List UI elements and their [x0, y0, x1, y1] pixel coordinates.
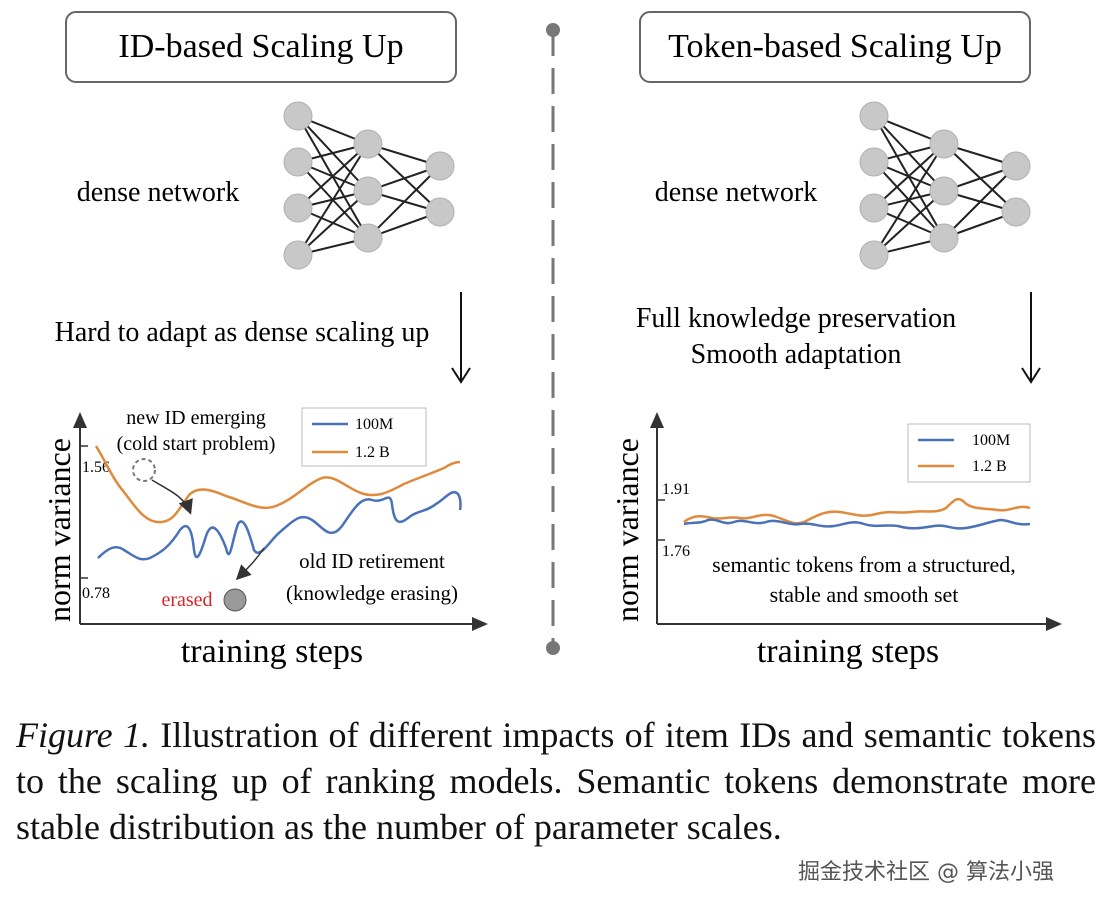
right-network-node [859, 193, 889, 223]
left-down-arrow-icon [451, 292, 471, 384]
left-network-node [283, 240, 313, 270]
right-ylabel: norm variance [609, 438, 645, 622]
right-network-edge [873, 143, 945, 256]
left-legend-1-2b: 1.2 B [355, 444, 390, 461]
right-legend-1-2b: 1.2 B [972, 458, 1007, 475]
right-xlabel: training steps [757, 633, 939, 670]
right-network-node [929, 223, 959, 253]
right-legend: 100M 1.2 B [907, 423, 1031, 483]
caption-lead: Figure 1. [16, 715, 150, 755]
left-series-100m-line [97, 490, 462, 561]
left-network-node [425, 151, 455, 181]
right-network-node [929, 129, 959, 159]
right-network-node [859, 240, 889, 270]
new-id-arrow-icon [151, 479, 193, 515]
left-axes [73, 412, 488, 631]
right-panel: Token-based Scaling Up dense network Ful… [609, 11, 1062, 670]
right-network-edge [873, 143, 945, 209]
right-network-edge [943, 165, 1017, 239]
right-network-label: dense network [655, 177, 818, 208]
right-network-node [859, 147, 889, 177]
left-panel: ID-based Scaling Up dense network Hard t… [41, 11, 488, 670]
left-annot-old-id-line2: (knowledge erasing) [286, 581, 458, 605]
left-network-node [283, 193, 313, 223]
right-axes [650, 412, 1062, 631]
right-title-box [639, 11, 1031, 83]
left-network-node [283, 101, 313, 131]
left-xlabel: training steps [181, 633, 363, 670]
right-annot-line2: stable and smooth set [770, 582, 959, 607]
right-note-1: Full knowledge preservation [636, 303, 956, 334]
right-series-100m-line [683, 518, 1031, 530]
left-series-1-2b-line [94, 445, 461, 524]
right-network-node [929, 176, 959, 206]
left-legend-100m: 100M [355, 416, 393, 433]
left-network-node [353, 129, 383, 159]
right-annot-line1: semantic tokens from a structured, [712, 552, 1016, 577]
left-title-box [65, 11, 457, 83]
left-tick-high: 1.56 [82, 459, 110, 476]
right-down-arrow-icon [1021, 292, 1041, 384]
watermark: 掘金技术社区 @ 算法小强 [798, 860, 1054, 885]
left-ylabel: norm variance [41, 438, 77, 622]
left-network-node [425, 197, 455, 227]
caption-text: Illustration of different impacts of ite… [16, 715, 1096, 847]
left-network-edge [297, 143, 369, 209]
left-network-edge [297, 143, 369, 256]
left-dense-network-diagram [283, 101, 455, 270]
right-note-2: Smooth adaptation [691, 339, 902, 370]
left-network-edge [297, 190, 369, 256]
figure-illustration: ID-based Scaling Up dense network Hard t… [41, 11, 1062, 670]
left-arrow-note: Hard to adapt as dense scaling up [55, 317, 430, 348]
left-title: ID-based Scaling Up [118, 28, 403, 65]
right-dense-network-diagram [859, 101, 1031, 270]
left-annot-new-id-line1: new ID emerging [126, 407, 266, 429]
center-divider [546, 23, 560, 655]
erased-node-icon [223, 588, 247, 612]
left-network-node [353, 223, 383, 253]
left-network-edge [367, 165, 441, 239]
left-annot-old-id-line1: old ID retirement [299, 549, 445, 573]
left-legend: 100M 1.2 B [301, 407, 427, 467]
left-network-node [283, 147, 313, 177]
old-id-arrow-icon [235, 547, 265, 581]
right-series-1-2b-line [683, 497, 1031, 525]
right-title: Token-based Scaling Up [668, 28, 1002, 65]
erased-label: erased [161, 589, 212, 611]
left-tick-low: 0.78 [82, 585, 110, 602]
new-id-dashed-circle-icon [132, 458, 156, 482]
right-legend-100m: 100M [972, 432, 1010, 449]
left-network-label: dense network [77, 177, 240, 208]
right-tick-high: 1.91 [662, 481, 690, 498]
figure-caption: Figure 1. Illustration of different impa… [16, 712, 1096, 850]
right-network-node [1001, 197, 1031, 227]
right-network-edge [873, 190, 945, 256]
right-network-node [1001, 151, 1031, 181]
right-network-node [859, 101, 889, 131]
left-network-node [353, 176, 383, 206]
right-tick-low: 1.76 [662, 543, 690, 560]
left-annot-new-id-line2: (cold start problem) [117, 433, 276, 455]
